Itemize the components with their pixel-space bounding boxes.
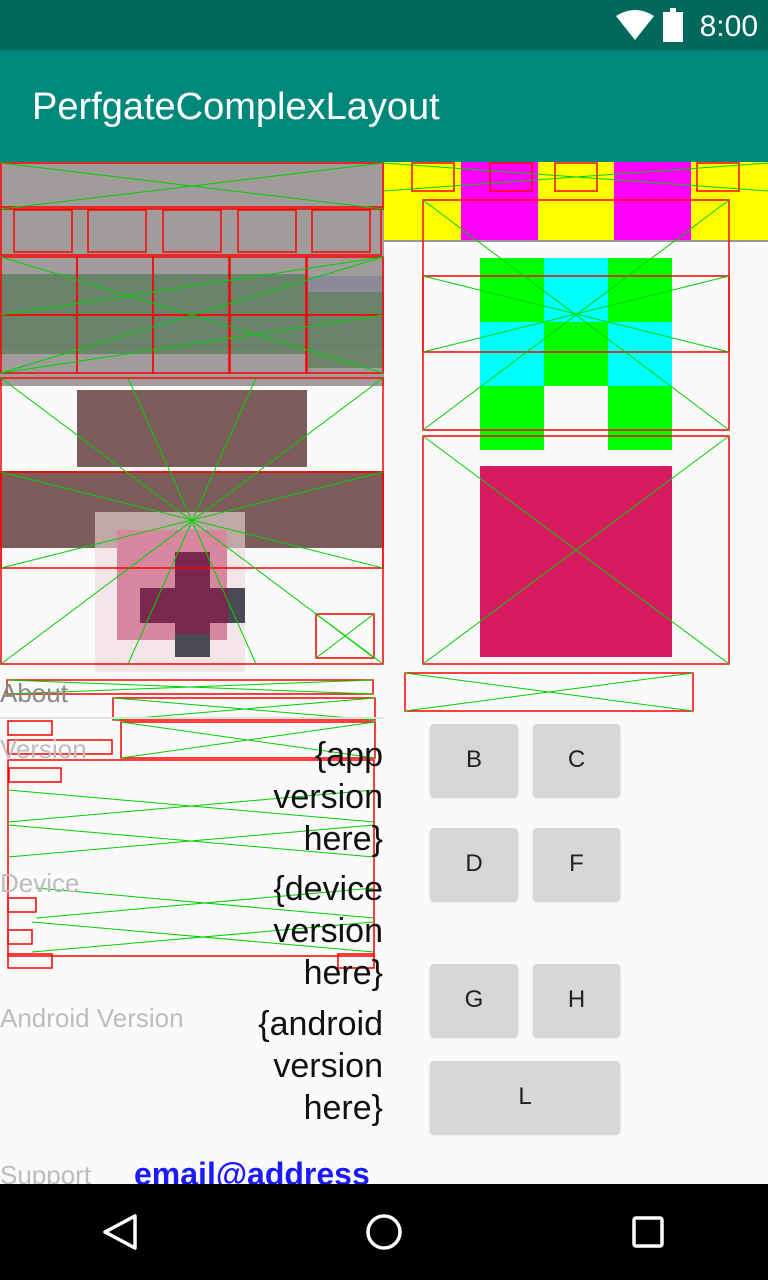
app-bar: PerfgateComplexLayout [0,50,768,162]
d-button[interactable]: D [430,828,518,900]
status-icons [616,8,683,42]
android-version-value: {android version here} [258,1005,383,1127]
navigation-bar [0,1184,768,1280]
g-button[interactable]: G [430,964,518,1036]
debug-boxes [0,162,740,969]
device-label: Device [0,868,80,898]
f-button[interactable]: F [533,828,620,900]
h-button[interactable]: H [533,964,620,1036]
status-time: 8:00 [699,10,758,43]
recents-nav-icon[interactable] [632,1216,664,1248]
battery-icon [663,8,683,42]
crimson-square [480,466,672,657]
app-title: PerfgateComplexLayout [32,86,440,128]
b-button[interactable]: B [430,724,518,796]
android-version-label: Android Version [0,1003,184,1033]
l-button[interactable]: L [430,1061,620,1133]
brown-block-top [77,390,307,467]
yellow-magenta-strip [384,162,768,242]
about-label: About [0,678,68,708]
c-button[interactable]: C [533,724,620,796]
checker-block [480,258,672,450]
debug-crosses [0,162,768,953]
version-label: Version [0,734,87,764]
back-nav-icon[interactable] [103,1214,137,1250]
nav-icons [103,1214,664,1250]
wifi-icon [616,10,654,40]
plus-image [95,512,245,672]
version-value: {app version here} [273,736,383,858]
device-value: {device version here} [273,870,383,992]
home-nav-icon[interactable] [366,1214,402,1250]
status-bar: 8:00 [0,0,768,50]
